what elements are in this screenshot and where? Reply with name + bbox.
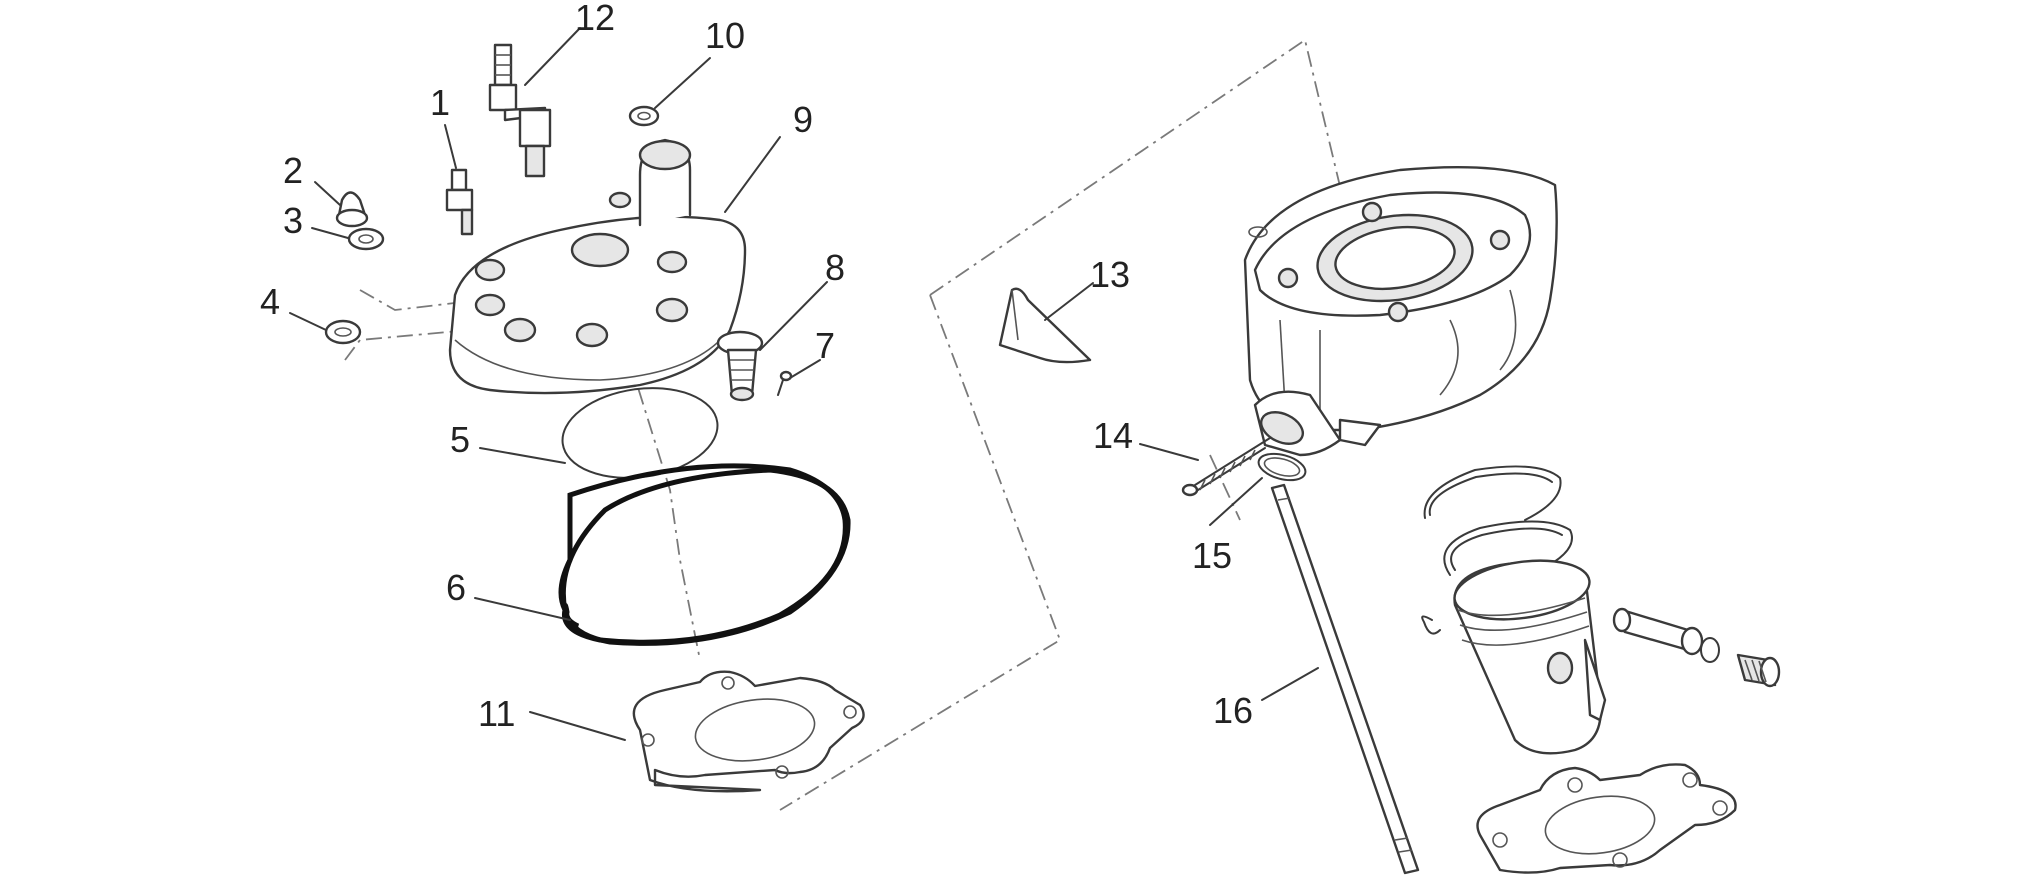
leader-lines [289, 27, 1319, 741]
callout-2: 2 [283, 150, 303, 191]
needle-bearing [1736, 653, 1781, 688]
cylinder-head [448, 138, 747, 395]
spring [1181, 437, 1271, 497]
deflector [998, 287, 1092, 364]
callout-3: 3 [283, 200, 303, 241]
head-gasket-outline [560, 467, 851, 646]
head-gasket [558, 463, 848, 645]
callout-11: 11 [478, 693, 515, 734]
callout-13: 13 [1090, 254, 1130, 295]
piston-pin [1612, 607, 1704, 656]
washer-10 [628, 105, 660, 127]
callout-6: 6 [446, 567, 466, 608]
o-ring-15 [1257, 452, 1307, 482]
pin-circlip [1700, 637, 1720, 663]
cylinder [1243, 165, 1558, 457]
callout-8: 8 [825, 247, 845, 288]
temperature-sensor [445, 168, 474, 236]
washer-3 [347, 227, 385, 251]
cap-nut [335, 191, 369, 228]
screw [777, 370, 793, 396]
callout-1: 1 [430, 82, 450, 123]
callout-12: 12 [575, 0, 615, 38]
callout-labels: 1 2 3 4 5 6 7 8 9 10 11 12 13 14 15 16 [260, 0, 1253, 734]
callout-9: 9 [793, 99, 813, 140]
circlip [1421, 615, 1441, 635]
stud [1270, 483, 1420, 875]
callout-15: 15 [1192, 535, 1232, 576]
callout-16: 16 [1213, 690, 1253, 731]
base-gasket-right [1476, 763, 1737, 874]
base-gasket-11 [632, 670, 865, 793]
callout-14: 14 [1093, 415, 1133, 456]
callout-10: 10 [705, 15, 745, 56]
callout-4: 4 [260, 281, 280, 322]
piston [1453, 559, 1607, 755]
spark-plug [488, 43, 552, 178]
washer-4 [324, 319, 362, 345]
callout-5: 5 [450, 419, 470, 460]
thermostat [716, 330, 764, 402]
callout-7: 7 [815, 325, 835, 366]
